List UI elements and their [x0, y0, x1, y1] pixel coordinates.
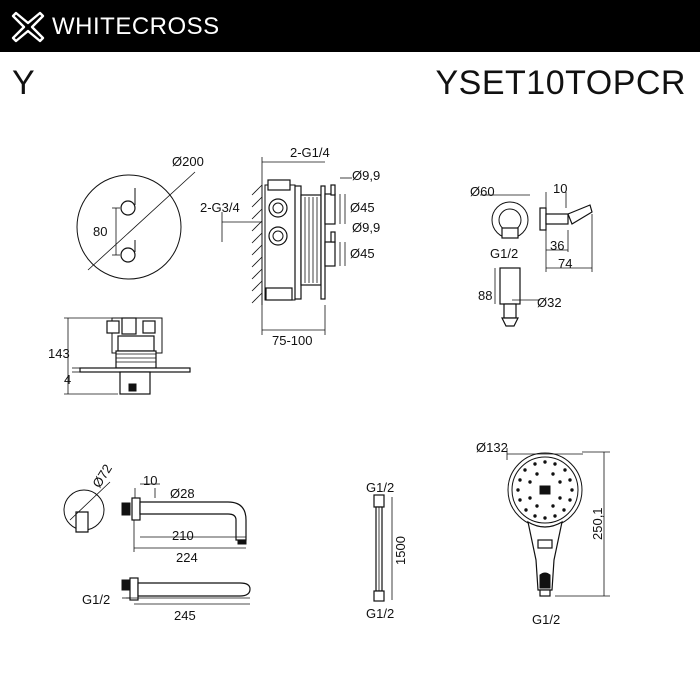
dim-36: 36 [550, 238, 564, 253]
dim-diameter-200: Ø200 [172, 154, 204, 169]
dim-74: 74 [558, 256, 572, 271]
dim-80: 80 [93, 224, 107, 239]
header-bar: WHITECROSS [0, 0, 700, 52]
dim-g1-2-hose-bottom: G1/2 [366, 606, 394, 621]
wall-outlet-holder: Ø60 G1/2 88 Ø32 10 36 74 [470, 181, 593, 327]
dim-4: 4 [64, 372, 71, 387]
thermostat-top-view: 143 4 [48, 317, 191, 395]
dim-143: 143 [48, 346, 70, 361]
hand-shower-drawing: Ø132 250,1 G1/2 [476, 440, 610, 627]
dim-diameter-60: Ø60 [470, 184, 495, 199]
dim-2-g3-4: 2-G3/4 [200, 200, 240, 215]
crossed-x-logo-icon [11, 11, 45, 43]
thermostat-front-view: 80 Ø200 [76, 154, 204, 280]
dim-245: 245 [174, 608, 196, 623]
dim-diameter-28: Ø28 [170, 486, 195, 501]
dim-10-spout: 10 [143, 473, 157, 488]
dim-diameter-45-bottom: Ø45 [350, 246, 375, 261]
dim-g1-2-holder: G1/2 [490, 246, 518, 261]
series-name: Y [12, 64, 35, 102]
dim-2-g1-4: 2-G1/4 [290, 145, 330, 160]
dim-250-1: 250,1 [590, 507, 605, 540]
dim-diameter-32: Ø32 [537, 295, 562, 310]
dim-diameter-9-9-bottom: Ø9,9 [352, 220, 380, 235]
dim-1500: 1500 [393, 536, 408, 565]
product-code: YSET10TOPCR [435, 64, 686, 102]
dim-88: 88 [478, 288, 492, 303]
dim-g1-2-hose-top: G1/2 [366, 480, 394, 495]
shower-nozzles [516, 460, 574, 520]
dim-diameter-9-9-top: Ø9,9 [352, 168, 380, 183]
thermostat-side-section: 2-G1/4 2-G3/4 75-100 Ø9,9 Ø45 Ø9,9 Ø45 [200, 145, 380, 348]
dim-210: 210 [172, 528, 194, 543]
dim-75-100: 75-100 [272, 333, 312, 348]
dim-diameter-45-top: Ø45 [350, 200, 375, 215]
dim-224: 224 [176, 550, 198, 565]
spout-drawing: Ø72 10 Ø28 210 224 G1/2 245 [63, 462, 251, 623]
dim-g1-2-shower: G1/2 [532, 612, 560, 627]
dim-g1-2-spout: G1/2 [82, 592, 110, 607]
hose-drawing: G1/2 1500 G1/2 [366, 480, 408, 621]
dim-10-holder: 10 [553, 181, 567, 196]
dim-diameter-132: Ø132 [476, 440, 508, 455]
brand-name: WHITECROSS [52, 13, 220, 40]
dim-diameter-72: Ø72 [89, 462, 115, 491]
